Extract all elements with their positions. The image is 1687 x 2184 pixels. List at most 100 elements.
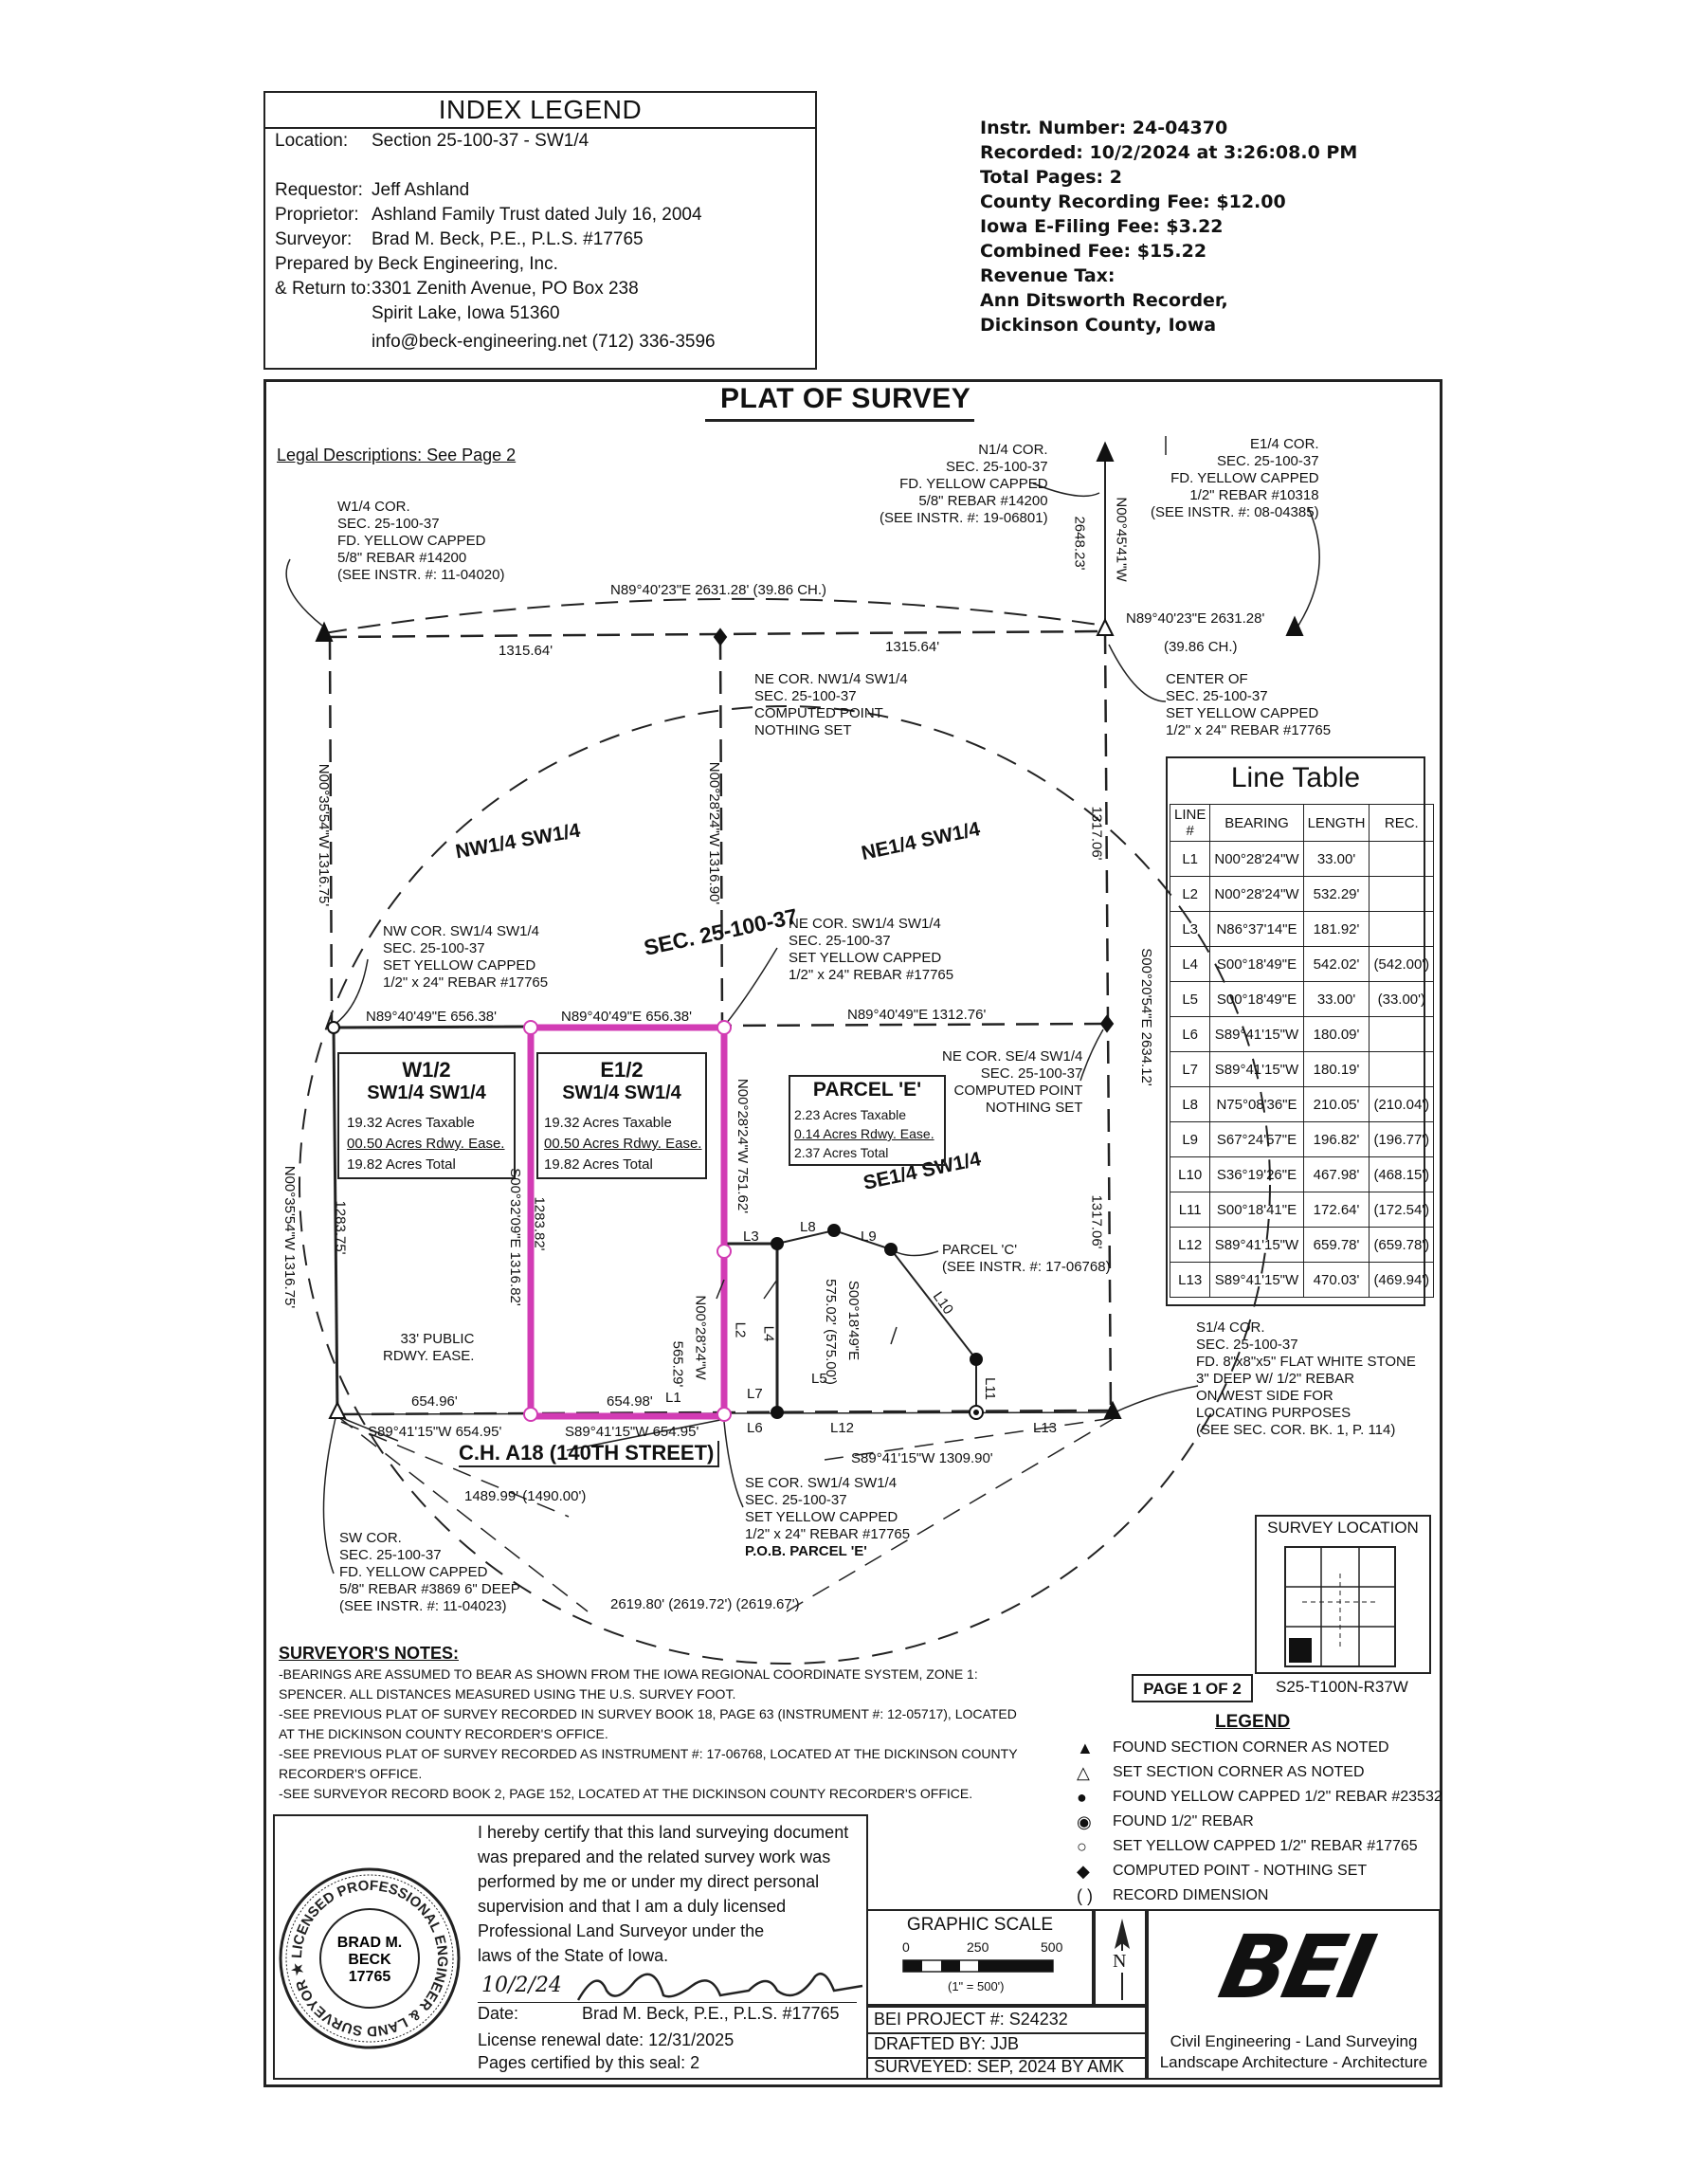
- lt-cell-line: L12: [1169, 1227, 1211, 1263]
- scale-note: (1" = 500'): [948, 1979, 1005, 1993]
- index-legend-title: INDEX LEGEND: [438, 95, 643, 124]
- legend-item-text: COMPUTED POINT - NOTHING SET: [1113, 1863, 1368, 1879]
- location-label: Location:: [275, 131, 349, 151]
- lt-cell-length: 196.82': [1302, 1121, 1370, 1157]
- proprietor-label: Proprietor:: [275, 205, 359, 225]
- legal-descriptions: Legal Descriptions: See Page 2: [277, 446, 517, 464]
- lt-cell-rec: [1369, 841, 1435, 877]
- dim-b-e: S89°41'15"W 654.95': [565, 1424, 699, 1440]
- note-line-4: AT THE DICKINSON COUNTY RECORDER'S OFFIC…: [279, 1726, 608, 1741]
- date-label: Date:: [478, 2004, 519, 2023]
- lt-cell-rec: [1369, 876, 1435, 912]
- lt-cell-line: L7: [1169, 1051, 1211, 1087]
- lt-header-rec: REC.: [1369, 804, 1435, 842]
- north-section-line: [323, 629, 1106, 639]
- west-line-bottom: [332, 1027, 339, 1415]
- lt-header-line: LINE #: [1169, 804, 1211, 842]
- dim-b-far: S89°41'15"W 1309.90': [851, 1450, 993, 1466]
- sw-corner-symbol: [328, 1400, 347, 1419]
- w-half-taxable: 19.32 Acres Taxable: [347, 1115, 475, 1131]
- ne-se-computed-symbol: [1099, 1014, 1115, 1033]
- note-line-2: SPENCER. ALL DISTANCES MEASURED USING TH…: [279, 1686, 736, 1702]
- recorded-date: Recorded: 10/2/2024 at 3:26:08.0 PM: [980, 142, 1358, 163]
- legend-title: LEGEND: [1215, 1712, 1291, 1732]
- bei-line2: Landscape Architecture - Architecture: [1159, 2053, 1428, 2071]
- dim-e1317: 1317.06': [1088, 1194, 1105, 1249]
- return-line3: info@beck-engineering.net (712) 336-3596: [372, 332, 716, 352]
- dim-n565d: 565.29': [669, 1340, 686, 1388]
- dim-n-dist: 2648.23': [1071, 516, 1088, 571]
- lt-cell-bearing: S00°18'41"E: [1209, 1192, 1304, 1228]
- lt-cell-line: L2: [1169, 876, 1211, 912]
- surveyor-value: Brad M. Beck, P.E., P.L.S. #17765: [372, 229, 644, 249]
- road-label: C.H. A18 (140TH STREET): [459, 1441, 720, 1467]
- line-label-l13: L13: [1033, 1420, 1058, 1436]
- lt-cell-rec: (210.04'): [1369, 1086, 1435, 1122]
- legend-symbol-icon: ●: [1077, 1788, 1087, 1807]
- parcel-e-title: PARCEL 'E': [812, 1079, 922, 1101]
- dim-mid-n2: N89°40'49"E 656.38': [561, 1009, 692, 1025]
- dim-s575: S00°18'49"E: [845, 1280, 862, 1361]
- return-line2: Spirit Lake, Iowa 51360: [372, 303, 560, 323]
- line-label-l6: L6: [747, 1420, 763, 1436]
- legend-symbol-icon: △: [1077, 1763, 1090, 1782]
- line-label-l9: L9: [861, 1228, 877, 1245]
- w-half-title2: SW1/4 SW1/4: [367, 1083, 486, 1103]
- scale-tick-250: 250: [967, 1939, 989, 1955]
- w-half-box: W1/2 SW1/4 SW1/4 19.32 Acres Taxable 00.…: [337, 1052, 516, 1179]
- signature: [576, 1972, 863, 2001]
- dim-sw-left: N00°35'54"W 1316.75': [281, 1165, 299, 1309]
- lt-cell-bearing: N00°28'24"W: [1209, 876, 1304, 912]
- drafted-by: DRAFTED BY: JJB: [874, 2034, 1020, 2053]
- seal-name2: BECK: [348, 1952, 391, 1968]
- w-half-rdwy: 00.50 Acres Rdwy. Ease.: [347, 1136, 505, 1152]
- dim-east-ch: (39.86 CH.): [1164, 639, 1238, 655]
- parcel-e-taxable: 2.23 Acres Taxable: [794, 1107, 907, 1122]
- lt-cell-length: 180.19': [1302, 1051, 1370, 1087]
- township-label: S25-T100N-R37W: [1276, 1678, 1408, 1696]
- parcel-e-rdwy: 0.14 Acres Rdwy. Ease.: [794, 1126, 934, 1141]
- lt-cell-line: L9: [1169, 1121, 1211, 1157]
- recording-stamp: Instr. Number: 24-04370 Recorded: 10/2/2…: [980, 116, 1357, 337]
- line-label-l1: L1: [665, 1390, 681, 1406]
- return-label: & Return to:: [275, 279, 372, 299]
- legend-symbol-icon: ◆: [1077, 1862, 1090, 1881]
- e-half-taxable: 19.32 Acres Taxable: [544, 1115, 672, 1131]
- dim-w-side: N00°35'54"W 1316.75': [316, 763, 333, 907]
- lt-cell-line: L1: [1169, 841, 1211, 877]
- project-number: BEI PROJECT #: S24232: [874, 2010, 1068, 2029]
- surveyor-notes-title: SURVEYOR'S NOTES:: [279, 1644, 459, 1663]
- index-legend-box: INDEX LEGEND Location: Section 25-100-37…: [263, 91, 817, 370]
- w-half-north: [333, 1025, 532, 1029]
- center-corner-symbol: [1096, 617, 1115, 636]
- lt-cell-bearing: S89°41'15"W: [1209, 1262, 1304, 1298]
- dim-east-top: N89°40'23"E 2631.28': [1126, 610, 1265, 627]
- legend-item-text: SET SECTION CORNER AS NOTED: [1113, 1764, 1365, 1780]
- page-number: PAGE 1 OF 2: [1143, 1680, 1242, 1698]
- dim-mid-n1: N89°40'49"E 656.38': [366, 1009, 497, 1025]
- surveyor-label: Surveyor:: [275, 229, 353, 249]
- requestor-label: Requestor:: [275, 180, 363, 200]
- dim-s00: S00°32'09"E 1316.82': [506, 1168, 523, 1306]
- plat-frame: [263, 379, 1442, 2087]
- graphic-scale-title: GRAPHIC SCALE: [906, 1915, 1054, 1935]
- pages-certified: Pages certified by this seal: 2: [478, 2053, 700, 2072]
- ne-nw-computed-symbol: [713, 628, 728, 646]
- line-label-l3: L3: [743, 1228, 759, 1245]
- legend-item-text: FOUND YELLOW CAPPED 1/2" REBAR #23532: [1113, 1789, 1442, 1805]
- lt-cell-line: L11: [1169, 1192, 1211, 1228]
- line-label-l8: L8: [800, 1219, 816, 1235]
